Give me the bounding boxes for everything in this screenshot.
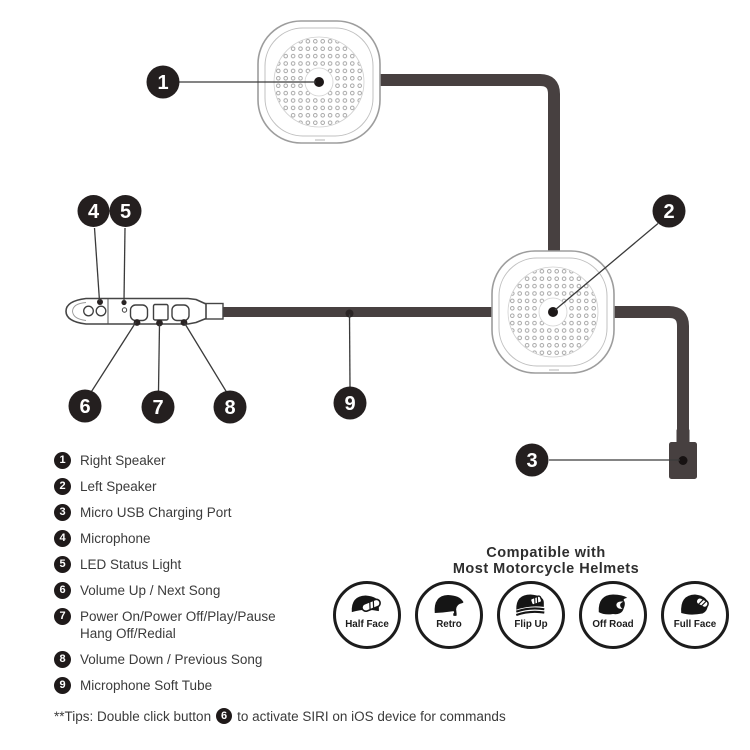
helmet-type-off-road: Off Road [579, 581, 647, 649]
compatibility-title: Compatible with Most Motorcycle Helmets [396, 545, 696, 577]
callout-5-badge: 5 [109, 195, 142, 227]
retro-helmet-icon [434, 595, 464, 616]
usb-connector-illustration [669, 429, 697, 479]
callout-8-badge: 8 [213, 390, 247, 424]
full-face-helmet-icon [681, 594, 709, 615]
legend-item: 8 Volume Down / Previous Song [54, 651, 404, 668]
boom-tip-line [72, 302, 87, 321]
helmet-type-half-face: Half Face [333, 581, 401, 649]
svg-text:1: 1 [157, 72, 168, 94]
legend-label: LED Status Light [80, 557, 182, 572]
callout-7-line [157, 323, 161, 392]
legend-item: 6 Volume Up / Next Song [54, 582, 404, 599]
legend-badge: 9 [54, 677, 71, 694]
svg-text:9: 9 [344, 393, 355, 415]
callout-6-badge: 6 [68, 389, 102, 423]
callout-9-line [348, 314, 351, 388]
right-speaker-cable [374, 74, 560, 258]
legend-label: Micro USB Charging Port [80, 505, 232, 520]
led-status-light [121, 307, 128, 313]
legend-badge: 8 [54, 651, 71, 668]
helmet-type-retro: Retro [415, 581, 483, 649]
legend-badge: 5 [54, 556, 71, 573]
legend-item: 2 Left Speaker [54, 478, 404, 495]
legend-item: 9 Microphone Soft Tube [54, 677, 404, 694]
svg-text:6: 6 [79, 396, 90, 418]
legend-label: Microphone Soft Tube [80, 678, 213, 693]
legend-badge: 3 [54, 504, 71, 521]
legend-item: 3 Micro USB Charging Port [54, 504, 404, 521]
legend-badge: 7 [54, 608, 71, 625]
helmet-type-full-face: Full Face [661, 581, 729, 649]
compatibility-title-line2: Most Motorcycle Helmets [452, 561, 640, 577]
legend-badge: 1 [54, 452, 71, 469]
callout-2-line [554, 223, 659, 311]
legend-badge: 6 [54, 582, 71, 599]
callout-4-badge: 4 [77, 195, 110, 227]
off-road-helmet-icon [598, 594, 628, 615]
compatibility-title-line1: Compatible with [486, 545, 606, 561]
volume-up-button [129, 304, 149, 322]
left-speaker-illustration [491, 250, 615, 374]
legend-list: 1 Right Speaker 2 Left Speaker 3 Micro U… [54, 452, 404, 703]
callout-5-line [123, 227, 126, 302]
microphone-hole [83, 305, 94, 317]
legend-label: Right Speaker [80, 453, 166, 468]
helmet-label: Full Face [673, 619, 717, 630]
svg-text:3: 3 [526, 450, 537, 472]
callout-7-badge: 7 [141, 390, 175, 424]
legend-label: Microphone [80, 531, 151, 546]
power-button [152, 303, 169, 321]
callout-3-badge: 3 [515, 443, 549, 477]
callout-lines [90, 81, 680, 461]
svg-text:7: 7 [152, 397, 163, 419]
legend-badge: 2 [54, 478, 71, 495]
svg-text:5: 5 [120, 201, 131, 223]
callout-1-badge: 1 [146, 65, 180, 99]
legend-badge: 4 [54, 530, 71, 547]
legend-item: 5 LED Status Light [54, 556, 404, 573]
svg-text:8: 8 [224, 397, 235, 419]
legend-label: Volume Down / Previous Song [80, 652, 263, 667]
callout-8-line [183, 322, 228, 393]
legend-label: Volume Up / Next Song [80, 583, 221, 598]
helmet-label: Retro [436, 619, 462, 630]
callout-badges: 1 2 3 4 5 6 7 [68, 65, 686, 477]
helmet-label: Off Road [592, 619, 634, 630]
legend-label: Left Speaker [80, 479, 157, 494]
svg-text:4: 4 [88, 201, 100, 223]
helmet-label: Flip Up [514, 619, 548, 630]
half-face-helmet-icon [351, 595, 381, 613]
control-unit-illustration [65, 297, 224, 325]
callout-endpoint-dots [97, 299, 354, 327]
helmet-type-flip-up: Flip Up [497, 581, 565, 649]
callout-4-line [93, 227, 101, 302]
callout-9-badge: 9 [333, 386, 367, 420]
usb-cable [610, 306, 689, 434]
microphone-hole [95, 305, 107, 317]
tips-suffix: to activate SIRI on iOS device for comma… [237, 708, 506, 724]
helmet-compatibility-row: Half Face Retro Flip Up [333, 581, 729, 649]
legend-label: Power On/Power Off/Play/Pause Hang Off/R… [80, 609, 276, 641]
legend-item: 7 Power On/Power Off/Play/Pause Hang Off… [54, 608, 404, 642]
svg-text:2: 2 [663, 201, 674, 223]
callout-2-badge: 2 [652, 194, 686, 228]
callout-6-line [90, 321, 137, 392]
legend-item: 1 Right Speaker [54, 452, 404, 469]
cable-connector [204, 302, 224, 320]
helmet-label: Half Face [345, 619, 389, 630]
tips-badge: 6 [216, 708, 233, 724]
legend-item: 4 Microphone [54, 530, 404, 547]
tips-note: **Tips: Double click button 6 to activat… [54, 708, 506, 724]
tips-prefix: **Tips: Double click button [54, 708, 212, 724]
volume-down-button [171, 304, 190, 322]
flip-up-helmet-icon [515, 594, 545, 616]
